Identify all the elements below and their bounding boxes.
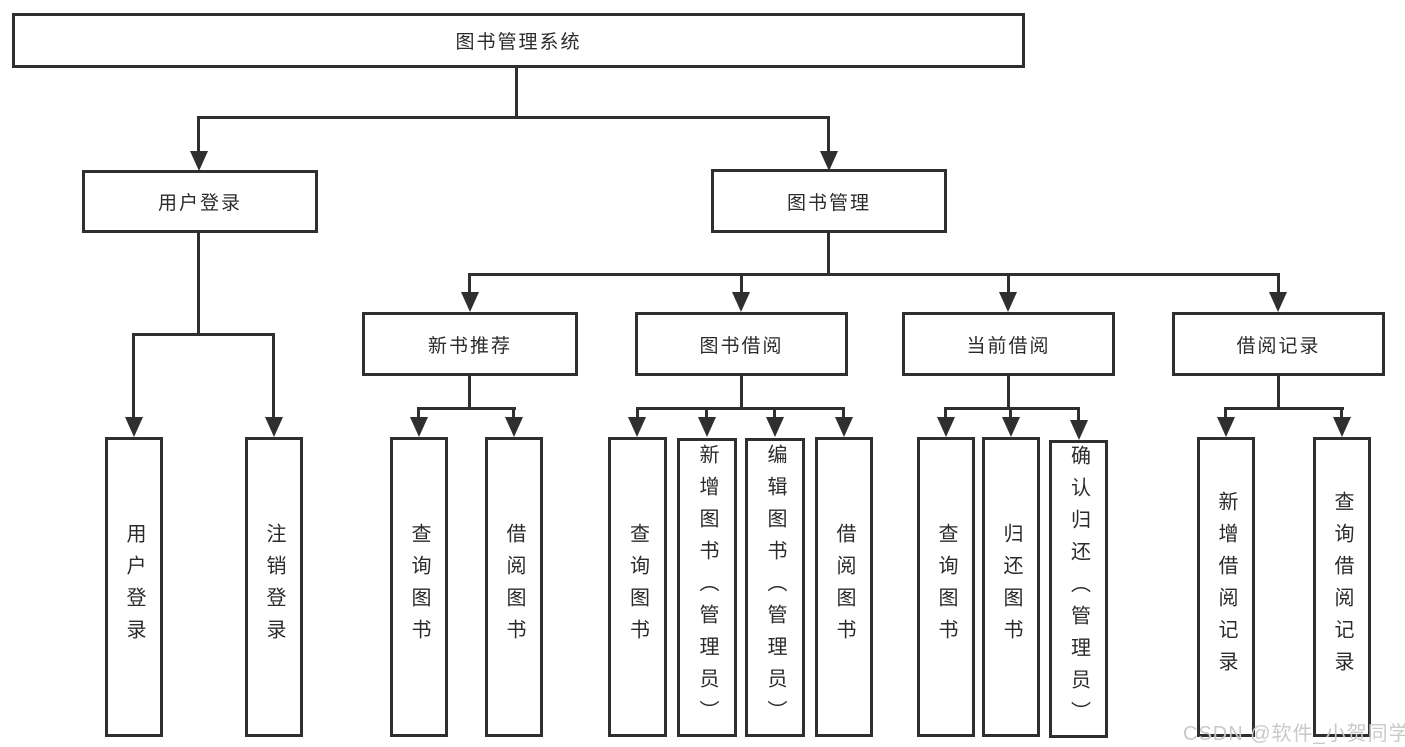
connector-line <box>1007 374 1010 410</box>
node-label: 借阅图书 <box>503 523 525 651</box>
connector-line <box>512 407 515 423</box>
leaf-add-books-admin: 新增图书（管理员） <box>677 438 737 737</box>
node-label: 查询图书 <box>408 523 430 651</box>
leaf-edit-books-admin: 编辑图书（管理员） <box>745 438 805 737</box>
watermark: CSDN @软件_小贺同学 <box>1183 723 1405 745</box>
arrow-down-icon <box>835 417 853 437</box>
connector-line <box>132 333 135 421</box>
arrow-down-icon <box>999 292 1017 312</box>
connector-line <box>1007 273 1010 297</box>
connector-line <box>944 407 1080 410</box>
arrow-down-icon <box>461 292 479 312</box>
leaf-return-books: 归还图书 <box>982 437 1040 737</box>
node-label: 确认归还（管理员） <box>1067 445 1090 733</box>
node-label: 用户登录 <box>157 193 242 214</box>
node-label: 当前借阅 <box>966 335 1051 357</box>
connector-line <box>197 116 830 119</box>
arrow-down-icon <box>1070 420 1088 440</box>
node-label: 图书管理 <box>786 192 871 214</box>
node-book-management: 图书管理 <box>711 169 947 233</box>
node-label: 用户登录 <box>123 523 145 651</box>
connector-line <box>944 407 947 423</box>
connector-line <box>827 116 830 154</box>
arrow-down-icon <box>1217 417 1235 437</box>
connector-line <box>842 407 845 423</box>
leaf-query-borrowing-record: 查询借阅记录 <box>1313 437 1371 737</box>
node-label: 编辑图书（管理员） <box>764 443 786 732</box>
node-book-borrowing: 图书借阅 <box>635 312 848 376</box>
node-new-book-recommendation: 新书推荐 <box>362 312 578 376</box>
node-label: 新增图书（管理员） <box>696 443 718 732</box>
node-label: 借阅记录 <box>1236 335 1321 357</box>
node-label: 归还图书 <box>1000 523 1022 651</box>
arrow-down-icon <box>937 417 955 437</box>
connector-line <box>827 231 830 276</box>
leaf-query-books-recommend: 查询图书 <box>390 437 448 737</box>
connector-line <box>636 407 639 423</box>
connector-line <box>197 231 200 336</box>
arrow-down-icon <box>732 292 750 312</box>
node-current-borrowing: 当前借阅 <box>902 312 1115 376</box>
node-label: 图书借阅 <box>699 335 784 357</box>
connector-line <box>132 333 275 336</box>
leaf-query-books-borrowing: 查询图书 <box>608 437 667 737</box>
connector-line <box>636 407 845 410</box>
connector-line <box>773 407 776 423</box>
node-borrowing-records: 借阅记录 <box>1172 312 1385 376</box>
connector-line <box>740 374 743 410</box>
connector-line <box>1277 374 1280 410</box>
connector-line <box>1077 407 1080 426</box>
node-user-login: 用户登录 <box>82 170 318 233</box>
connector-line <box>197 116 200 154</box>
node-label: 借阅图书 <box>833 523 855 651</box>
node-library-system: 图书管理系统 <box>12 13 1025 68</box>
leaf-add-borrowing-record: 新增借阅记录 <box>1197 437 1255 737</box>
connector-line <box>1340 407 1343 423</box>
connector-line <box>740 273 743 297</box>
connector-line <box>705 407 708 423</box>
arrow-down-icon <box>1269 292 1287 312</box>
leaf-borrow-books-recommend: 借阅图书 <box>485 437 543 737</box>
node-label: 新增借阅记录 <box>1215 491 1237 683</box>
connector-line <box>468 374 471 410</box>
connector-line <box>1009 407 1012 423</box>
leaf-user-login: 用户登录 <box>105 437 163 737</box>
node-label: 图书管理系统 <box>455 32 582 53</box>
connector-line <box>1224 407 1227 423</box>
leaf-confirm-return-admin: 确认归还（管理员） <box>1049 440 1108 738</box>
connector-line <box>515 66 518 118</box>
arrow-down-icon <box>1333 417 1351 437</box>
arrow-down-icon <box>505 417 523 437</box>
connector-line <box>417 407 420 423</box>
arrow-down-icon <box>265 417 283 437</box>
arrow-down-icon <box>698 417 716 437</box>
arrow-down-icon <box>190 151 208 171</box>
arrow-down-icon <box>410 417 428 437</box>
leaf-logout-login: 注销登录 <box>245 437 303 737</box>
leaf-query-books-current: 查询图书 <box>917 437 975 737</box>
arrow-down-icon <box>1002 417 1020 437</box>
arrow-down-icon <box>628 417 646 437</box>
node-label: 查询图书 <box>935 523 957 651</box>
connector-line <box>1224 407 1344 410</box>
connector-line <box>468 273 1280 276</box>
connector-line <box>272 333 275 421</box>
node-label: 注销登录 <box>263 523 285 651</box>
connector-line <box>468 273 471 297</box>
node-label: 查询图书 <box>626 523 649 651</box>
connector-line <box>417 407 516 410</box>
arrow-down-icon <box>766 417 784 437</box>
connector-line <box>1277 273 1280 297</box>
leaf-borrow-books-borrowing: 借阅图书 <box>815 437 873 737</box>
arrow-down-icon <box>820 151 838 171</box>
node-label: 新书推荐 <box>427 335 512 357</box>
node-label: 查询借阅记录 <box>1331 491 1353 683</box>
arrow-down-icon <box>125 417 143 437</box>
